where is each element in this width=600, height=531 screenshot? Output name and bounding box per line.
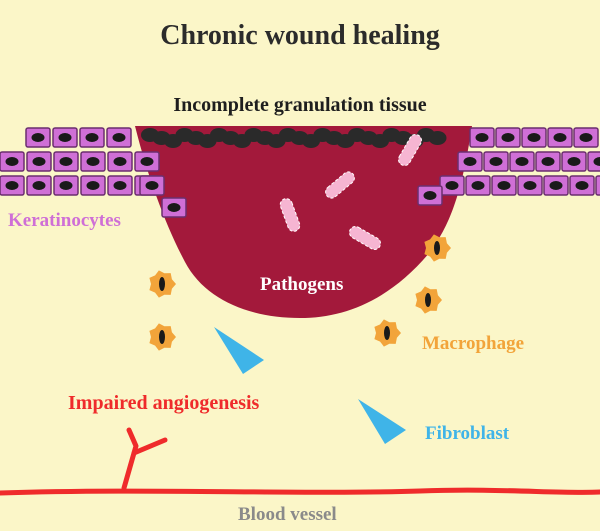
keratinocytes-label: Keratinocytes <box>8 210 121 231</box>
macrophage-cell <box>415 286 442 314</box>
pathogen-cell <box>398 133 422 167</box>
keratinocyte-cell <box>561 151 587 172</box>
keratinocyte-cell <box>595 175 600 196</box>
keratinocyte-cell <box>80 175 106 196</box>
keratinocyte-cell <box>53 175 79 196</box>
fibroblast-cell <box>358 399 406 444</box>
keratinocyte-cell <box>573 127 599 148</box>
keratinocyte-cell <box>469 127 495 148</box>
blood-vessel <box>0 427 600 496</box>
macrophage-cell <box>374 319 401 347</box>
keratinocyte-cell <box>0 151 25 172</box>
keratinocyte-cell <box>457 151 483 172</box>
diagram-title: Chronic wound healing <box>160 20 440 51</box>
pathogen-group <box>279 133 422 250</box>
pathogen-cell <box>348 226 382 250</box>
blood-vessel-label: Blood vessel <box>238 504 337 525</box>
macrophage-cell <box>424 234 451 262</box>
keratinocyte-cell <box>25 127 51 148</box>
crust-blob <box>428 131 447 145</box>
keratinocyte-cell <box>587 151 600 172</box>
fibroblast-label: Fibroblast <box>425 423 510 444</box>
keratinocyte-cell <box>417 185 443 206</box>
keratinocyte-cell <box>491 175 517 196</box>
keratinocyte-cell <box>495 127 521 148</box>
keratinocyte-cell <box>547 127 573 148</box>
pathogen-cell <box>325 171 355 199</box>
keratinocyte-cell <box>439 175 465 196</box>
angiogenesis-label: Impaired angiogenesis <box>68 392 260 414</box>
wound-bed <box>135 126 472 318</box>
granulation-label: Incomplete granulation tissue <box>173 94 427 116</box>
keratinocyte-cell <box>521 127 547 148</box>
keratinocyte-cell <box>106 127 132 148</box>
necrotic-crust <box>141 128 447 148</box>
pathogens-label: Pathogens <box>260 274 344 295</box>
keratinocyte-cell <box>569 175 595 196</box>
keratinocyte-cluster-left <box>0 127 187 218</box>
pathogen-cell <box>279 198 301 232</box>
keratinocyte-cluster-right <box>417 127 600 206</box>
keratinocyte-cell <box>80 151 106 172</box>
keratinocyte-cell <box>134 151 160 172</box>
macrophage-cell <box>149 323 176 351</box>
keratinocyte-cell <box>465 175 491 196</box>
macrophage-cell <box>149 270 176 298</box>
keratinocyte-cell <box>26 151 52 172</box>
keratinocyte-cell <box>26 175 52 196</box>
keratinocyte-cell <box>517 175 543 196</box>
keratinocyte-cell <box>0 175 25 196</box>
macrophage-label: Macrophage <box>422 333 525 354</box>
keratinocyte-cell <box>161 197 187 218</box>
keratinocyte-cell <box>543 175 569 196</box>
keratinocyte-cell <box>53 151 79 172</box>
keratinocyte-cell <box>107 175 133 196</box>
keratinocyte-cell <box>483 151 509 172</box>
fibroblast-cell <box>214 327 264 374</box>
keratinocyte-cell <box>107 151 133 172</box>
keratinocyte-cell <box>509 151 535 172</box>
keratinocyte-cell <box>535 151 561 172</box>
macrophage-group <box>149 234 451 351</box>
keratinocyte-cell <box>79 127 105 148</box>
keratinocyte-cell <box>139 175 165 196</box>
keratinocyte-cell <box>52 127 78 148</box>
